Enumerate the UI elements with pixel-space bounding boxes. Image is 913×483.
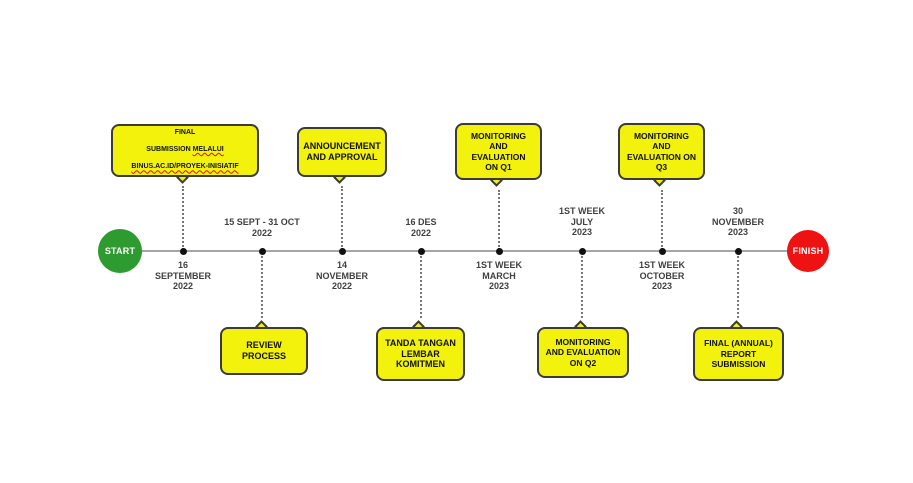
date-label-8: 30 NOVEMBER 2023 <box>711 206 764 237</box>
callout-tail <box>411 320 425 333</box>
callout-monitoring-q1: MONITORING AND EVALUATION ON Q1 <box>455 123 542 187</box>
date-label-3: 14 NOVEMBER 2022 <box>315 260 368 291</box>
start-node: START <box>98 229 142 273</box>
callout-final-report: FINAL (ANNUAL) REPORT SUBMISSION <box>693 320 784 381</box>
callout-tail <box>255 320 268 333</box>
connector-event-3 <box>341 186 343 250</box>
finish-node: FINISH <box>787 230 829 272</box>
event-dot-4 <box>418 248 425 255</box>
callout-monitoring-q2: MONITORING AND EVALUATION ON Q2 <box>537 320 629 378</box>
callout-final-submission: FINAL SUBMISSION MELALUI BINUS.AC.ID/PRO… <box>111 124 259 184</box>
date-label-1: 16 SEPTEMBER 2022 <box>154 260 211 291</box>
event-dot-1 <box>180 248 187 255</box>
finish-label: FINISH <box>792 246 824 256</box>
connector-event-2 <box>261 252 263 318</box>
callout-tail <box>489 174 503 187</box>
callout-text: MONITORING AND EVALUATION ON Q2 <box>545 336 621 368</box>
callout-tail <box>574 320 587 333</box>
callout-review-process: REVIEW PROCESS <box>220 320 308 375</box>
timeline-axis <box>118 250 810 252</box>
connector-event-5 <box>498 190 500 250</box>
date-label-2: 15 SEPT - 31 OCT 2022 <box>224 217 300 238</box>
event-dot-5 <box>496 248 503 255</box>
event-dot-7 <box>659 248 666 255</box>
event-dot-8 <box>735 248 742 255</box>
date-label-6: 1ST WEEK JULY 2023 <box>558 206 605 237</box>
callout-text: REVIEW PROCESS <box>241 340 286 361</box>
event-dot-2 <box>259 248 266 255</box>
connector-event-7 <box>661 190 663 250</box>
callout-announcement-approval: ANNOUNCEMENT AND APPROVAL <box>297 127 387 184</box>
connector-event-8 <box>737 252 739 318</box>
connector-event-6 <box>581 252 583 318</box>
connector-event-1 <box>182 186 184 250</box>
callout-monitoring-q3: MONITORING AND EVALUATION ON Q3 <box>618 123 705 187</box>
callout-text: FINAL SUBMISSION MELALUI BINUS.AC.ID/PRO… <box>131 129 239 171</box>
date-label-5: 1ST WEEK MARCH 2023 <box>475 260 522 291</box>
event-dot-3 <box>339 248 346 255</box>
callout-tanda-tangan: TANDA TANGAN LEMBAR KOMITMEN <box>376 320 465 381</box>
date-label-4: 16 DES 2022 <box>405 217 437 238</box>
start-label: START <box>104 246 136 256</box>
callout-text: ANNOUNCEMENT AND APPROVAL <box>303 141 381 162</box>
callout-text: MONITORING AND EVALUATION ON Q3 <box>626 130 697 172</box>
event-dot-6 <box>579 248 586 255</box>
callout-text: MONITORING AND EVALUATION ON Q1 <box>470 130 527 172</box>
connector-event-4 <box>420 252 422 318</box>
date-label-7: 1ST WEEK OCTOBER 2023 <box>638 260 685 291</box>
callout-tail <box>729 320 743 333</box>
callout-tail <box>652 174 666 187</box>
callout-text: TANDA TANGAN LEMBAR KOMITMEN <box>385 337 456 370</box>
callout-tail <box>176 171 189 184</box>
callout-tail <box>333 171 346 184</box>
callout-text: FINAL (ANNUAL) REPORT SUBMISSION <box>704 338 773 370</box>
